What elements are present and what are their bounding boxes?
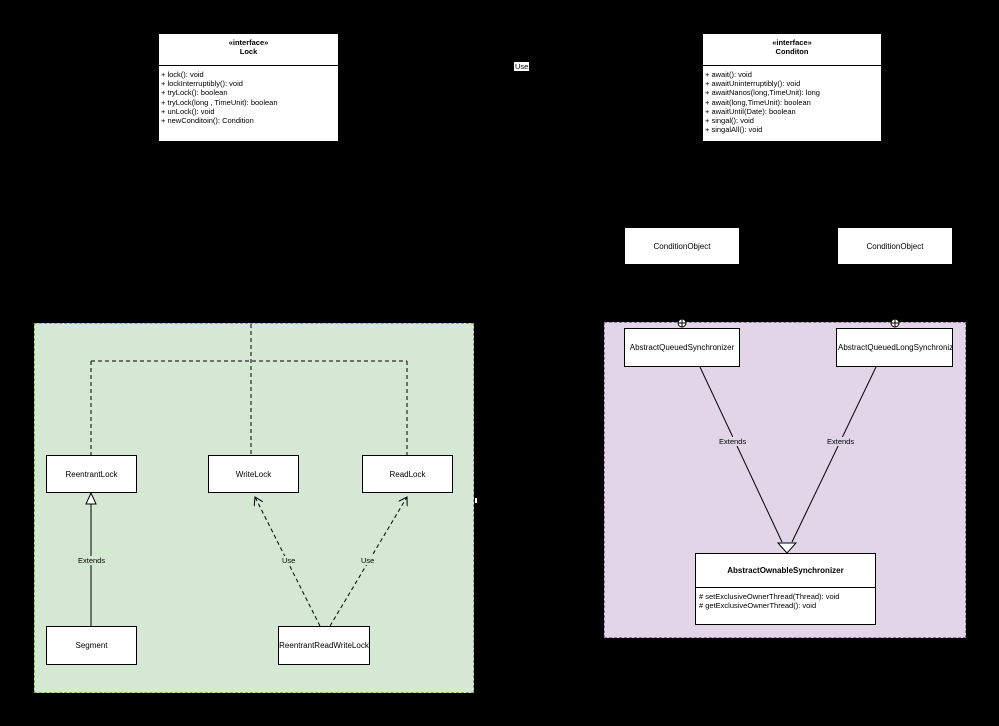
lock-member: + newConditoin(): Condition	[161, 116, 254, 126]
aos-extends-edges	[699, 366, 877, 554]
condition-member: + singalAll(): void	[705, 125, 763, 135]
use-label-readlock: Use	[360, 556, 376, 565]
condition-interface: «interface» Conditon + await(): void + a…	[702, 33, 882, 142]
aqls-box[interactable]: AbstractQueuedLongSynchronize	[836, 328, 953, 367]
lock-stereotype: «interface»	[228, 38, 269, 47]
aos-name: AbstractOwnableSynchronizer	[696, 554, 875, 588]
lock-member: + unLock(): void	[161, 106, 215, 116]
condition-object-box[interactable]: ConditionObject	[837, 227, 953, 265]
read-lock-box[interactable]: ReadLock	[362, 455, 453, 493]
lock-interface: «interface» Lock + lock(): void + lockIn…	[158, 33, 339, 142]
realization-lines	[90, 324, 408, 455]
condition-member: + await(long,TimeUnit): boolean	[705, 97, 811, 107]
nested-class-markers	[677, 318, 900, 328]
connector-handle	[474, 497, 478, 504]
lock-member: + lockInterruptibly(): void	[161, 79, 243, 89]
lock-member: + lock(): void	[161, 70, 204, 79]
lock-member: + tryLock(): boolean	[161, 88, 228, 98]
extends-label-aqls: Extends	[826, 437, 856, 446]
write-lock-box[interactable]: WriteLock	[208, 455, 299, 493]
rwlock-use-edges	[255, 497, 407, 627]
use-label-writelock: Use	[281, 556, 297, 565]
aqs-box[interactable]: AbstractQueuedSynchronizer	[624, 328, 740, 367]
reentrant-lock-box[interactable]: ReentrantLock	[46, 455, 137, 493]
aos-class[interactable]: AbstractOwnableSynchronizer # setExclusi…	[695, 553, 876, 625]
condition-name: Conditon	[775, 47, 809, 56]
aos-member: # setExclusiveOwnerThread(Thread): void	[699, 592, 840, 601]
reentrant-read-write-lock-box[interactable]: ReentrantReadWriteLock	[278, 626, 370, 665]
condition-member: + singal(): void	[705, 116, 754, 126]
segment-box[interactable]: Segment	[46, 626, 137, 665]
segment-extends-edge	[85, 491, 97, 626]
lock-member: + tryLock(long , TimeUnit): boolean	[161, 97, 278, 107]
condition-member: + awaitNanos(long,TimeUnit): long	[705, 88, 820, 98]
condition-member: + await(): void	[705, 70, 752, 79]
aos-member: # getExclusiveOwnerThread(): void	[699, 601, 817, 611]
lock-name: Lock	[239, 47, 258, 56]
condition-member: + awaitUninterruptibly(): void	[705, 79, 801, 89]
condition-object-box[interactable]: ConditionObject	[624, 227, 740, 265]
condition-member: + awaitUntil(Date): boolean	[705, 106, 796, 116]
condition-stereotype: «interface»	[772, 38, 812, 47]
use-label-top: Use	[514, 62, 530, 71]
extends-label-segment: Extends	[77, 556, 107, 565]
extends-label-aqs: Extends	[718, 437, 748, 446]
